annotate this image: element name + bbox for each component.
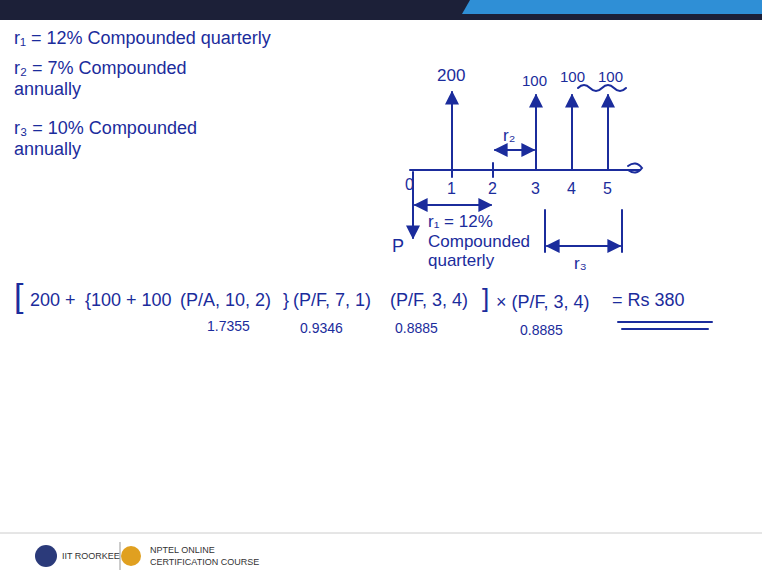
- handwritten-label: 200 +: [30, 290, 76, 311]
- handwritten-label: r₂ = 7% Compounded annually: [14, 58, 204, 99]
- handwritten-label: (P/F, 3, 4): [390, 290, 468, 311]
- top-stripe: [462, 0, 762, 14]
- handwritten-label: (P/A, 10, 2): [180, 290, 271, 311]
- handwritten-label: r₃: [574, 254, 587, 274]
- handwritten-label: 1: [447, 180, 456, 198]
- handwritten-label: 1.7355: [207, 318, 250, 334]
- top-bar: [0, 0, 762, 20]
- handwritten-label: 5: [603, 180, 612, 198]
- handwritten-label: r₂: [503, 126, 515, 146]
- handwritten-label: 100: [560, 68, 585, 85]
- scribble: [628, 163, 642, 172]
- handwritten-label: (P/F, 7, 1): [293, 290, 371, 311]
- handwritten-label: 100: [598, 68, 623, 85]
- handwritten-label: {100 + 100: [85, 290, 172, 311]
- cash-arrow: [535, 95, 537, 170]
- handwritten-label: P: [392, 236, 404, 257]
- iit-logo: [35, 545, 57, 567]
- footer-text: IIT ROORKEE: [62, 551, 120, 561]
- handwritten-label: 3: [531, 180, 540, 198]
- period-arrow: [415, 204, 491, 206]
- wavy-mark: [578, 85, 626, 91]
- handwritten-label: 0: [405, 176, 414, 194]
- underline: [618, 321, 712, 323]
- handwritten-label: r₃ = 10% Compounded annually: [14, 118, 204, 159]
- handwritten-label: 0.8885: [520, 322, 563, 338]
- handwritten-label: 0.9346: [300, 320, 343, 336]
- handwritten-label: 2: [488, 180, 497, 198]
- bracket-line: [544, 210, 546, 252]
- handwritten-label: = Rs 380: [612, 290, 685, 311]
- tick: [492, 163, 494, 177]
- handwritten-label: 0.8885: [395, 320, 438, 336]
- nptel-logo: [121, 546, 141, 566]
- handwritten-label: 200: [437, 66, 465, 86]
- bracket-line: [621, 210, 623, 252]
- handwritten-label: }: [283, 290, 289, 311]
- footer-text: NPTEL ONLINE: [150, 545, 215, 555]
- handwritten-label: 100: [522, 72, 547, 89]
- handwritten-label: × (P/F, 3, 4): [496, 292, 590, 313]
- cash-arrow: [571, 95, 573, 170]
- handwritten-label: ]: [482, 284, 489, 314]
- period-arrow: [547, 245, 620, 247]
- timeline: [410, 169, 640, 171]
- handwritten-label: 4: [567, 180, 576, 198]
- footer-line: [0, 533, 762, 534]
- cash-arrow: [607, 95, 609, 170]
- footer-text: CERTIFICATION COURSE: [150, 557, 259, 567]
- underline: [622, 328, 708, 330]
- cash-arrow: [451, 92, 453, 170]
- period-arrow: [495, 149, 534, 151]
- tick: [451, 163, 453, 177]
- handwritten-label: [: [14, 276, 23, 315]
- handwritten-label: r₁ = 12% Compounded quarterly: [14, 28, 374, 49]
- handwritten-label: r₁ = 12% Compounded quarterly: [428, 212, 538, 271]
